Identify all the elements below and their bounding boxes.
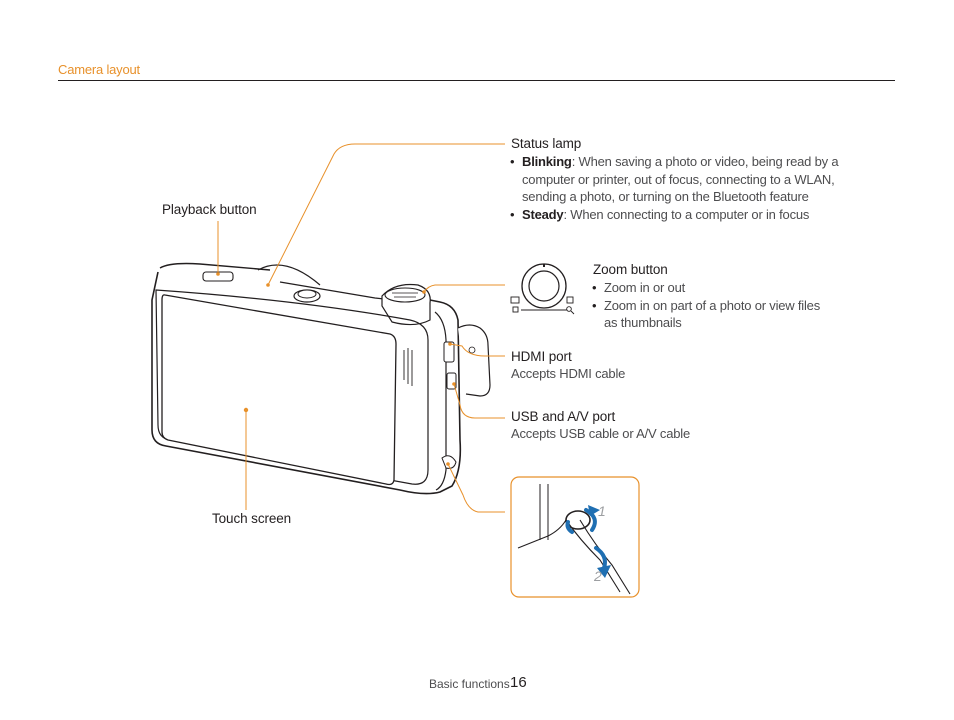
section-header: Camera layout — [58, 62, 140, 77]
status-desc-steady: : When connecting to a computer or in fo… — [563, 206, 810, 222]
status-desc-blinking: : When saving a photo or video, being re… — [522, 154, 839, 204]
status-lamp-label: Status lamp — [511, 136, 582, 151]
list-item: •Zoom in or out — [592, 280, 686, 295]
hdmi-port-desc: Accepts HDMI cable — [511, 366, 626, 381]
hdmi-port-label: HDMI port — [511, 349, 572, 364]
footer-section: Basic functions — [429, 677, 510, 691]
list-item: • Steady: When connecting to a computer … — [510, 206, 810, 222]
touch-screen-label: Touch screen — [212, 511, 292, 526]
strap-step-2: 2 — [594, 568, 602, 584]
list-item: •Zoom in on part of a photo or view file… — [592, 297, 821, 331]
zoom-desc-1: Zoom in or out — [604, 280, 686, 295]
zoom-desc-2: Zoom in on part of a photo or view files… — [604, 297, 821, 331]
strap-step-1: 1 — [598, 503, 606, 519]
header-rule — [58, 80, 895, 81]
page-number: 16 — [510, 674, 527, 691]
usb-port-label: USB and A/V port — [511, 409, 616, 424]
status-term-steady: Steady — [522, 206, 564, 222]
status-term-blinking: Blinking — [522, 154, 572, 169]
usb-port-desc: Accepts USB cable or A/V cable — [511, 426, 690, 441]
list-item: • Blinking: When saving a photo or video… — [510, 154, 839, 204]
status-lamp-list: • Blinking: When saving a photo or video… — [510, 153, 850, 223]
zoom-button-list: •Zoom in or out •Zoom in on part of a ph… — [592, 279, 832, 332]
zoom-button-label: Zoom button — [593, 262, 668, 277]
playback-button-label: Playback button — [162, 202, 257, 217]
